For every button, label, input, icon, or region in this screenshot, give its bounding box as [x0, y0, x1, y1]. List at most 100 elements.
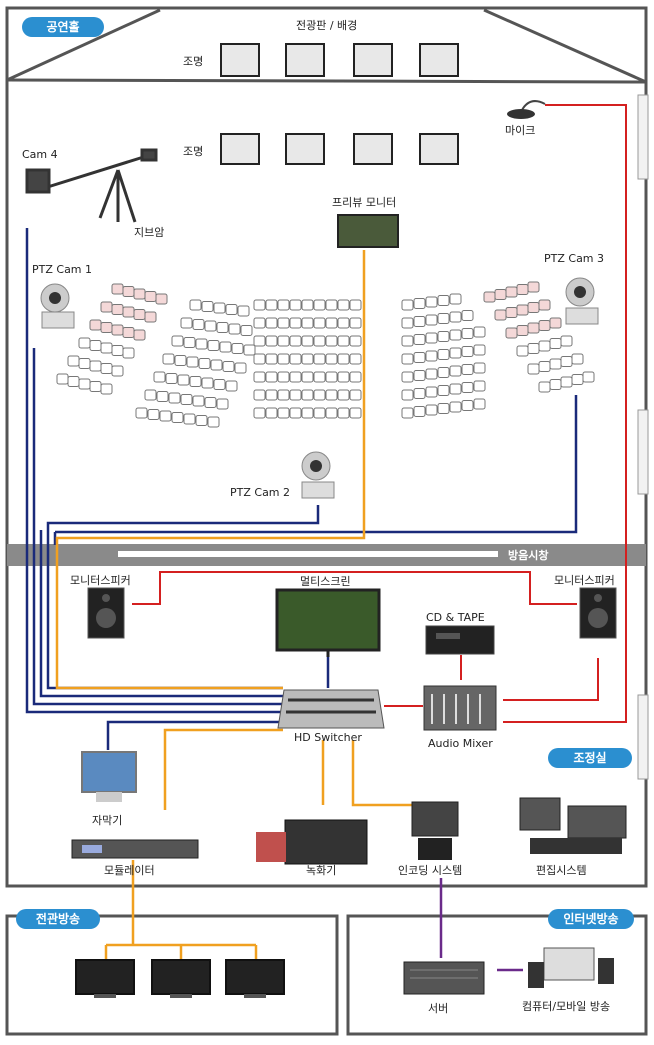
seat	[516, 284, 529, 295]
seat	[100, 383, 113, 395]
seat	[413, 298, 426, 309]
seat	[337, 335, 350, 347]
seat	[155, 293, 168, 305]
seat	[180, 317, 193, 329]
seat	[425, 368, 438, 380]
seat	[225, 380, 238, 392]
seat	[168, 392, 181, 404]
seat	[325, 335, 338, 347]
seat	[216, 322, 229, 333]
seat	[144, 291, 157, 302]
seat	[401, 371, 414, 383]
seat	[89, 319, 102, 331]
seat	[253, 335, 266, 347]
seat	[549, 379, 562, 390]
seat	[253, 353, 266, 365]
seat	[253, 371, 266, 383]
ptz-cam-1-label: PTZ Cam 1	[32, 263, 93, 276]
seat	[571, 353, 584, 365]
seat	[516, 325, 529, 336]
seat	[313, 335, 326, 347]
seat	[401, 407, 414, 419]
seat	[449, 365, 462, 377]
encoding-system-icon	[411, 801, 459, 860]
ptz-cam-2-icon	[301, 451, 335, 499]
seat	[133, 329, 146, 341]
ptz-cam-3-label: PTZ Cam 3	[544, 252, 605, 265]
seat	[100, 301, 113, 313]
seat	[289, 335, 302, 347]
seat	[192, 319, 205, 330]
seat	[527, 363, 540, 375]
seat	[538, 299, 551, 311]
jib-label: 지브암	[134, 226, 165, 239]
seat	[277, 299, 290, 311]
cd-tape-deck-icon	[425, 625, 495, 655]
seat	[159, 410, 172, 422]
seat	[401, 353, 414, 365]
seat	[401, 299, 414, 311]
seat	[437, 403, 450, 414]
hd-switcher-label: HD Switcher	[294, 731, 362, 744]
seat	[527, 281, 540, 293]
preview-monitor-label: 프리뷰 모니터	[332, 196, 397, 209]
seat	[133, 288, 146, 300]
multiscreen-label: 멀티스크린	[300, 575, 351, 588]
seat	[162, 353, 175, 365]
seat	[425, 404, 438, 416]
seat	[494, 309, 507, 321]
speaker-right-label: 모니터스피커	[554, 574, 615, 587]
seat	[527, 322, 540, 334]
seat	[337, 299, 350, 311]
seat	[473, 326, 486, 338]
seat	[461, 382, 474, 393]
seat	[133, 309, 146, 320]
seat	[571, 374, 584, 385]
seat	[413, 406, 426, 417]
seat	[144, 311, 157, 323]
seat	[289, 317, 302, 329]
caption-label: 자막기	[92, 814, 123, 827]
seat	[204, 397, 217, 408]
seat	[325, 317, 338, 329]
seat	[313, 407, 326, 419]
output-cables	[55, 250, 415, 960]
seat	[265, 407, 278, 419]
seat	[349, 353, 362, 365]
seat	[582, 371, 595, 383]
seat	[538, 381, 551, 393]
seat	[437, 385, 450, 396]
recorder-label: 녹화기	[306, 864, 337, 877]
seat	[289, 407, 302, 419]
seat	[231, 343, 244, 354]
seat	[313, 371, 326, 383]
multiscreen-icon	[275, 588, 381, 657]
preview-monitor-icon	[337, 214, 399, 248]
light-row-2	[220, 133, 459, 165]
seat	[153, 371, 166, 383]
audio-mixer-label: Audio Mixer	[428, 737, 493, 750]
seat	[171, 412, 184, 423]
editing-system-label: 편집시스템	[536, 864, 587, 877]
seat	[527, 302, 540, 313]
seat	[413, 370, 426, 381]
seat	[144, 389, 157, 401]
seat	[337, 389, 350, 401]
microphone-icon	[507, 100, 546, 119]
seat	[189, 376, 202, 387]
seat	[201, 377, 214, 389]
wall-pillars	[637, 94, 649, 780]
seat	[122, 306, 135, 318]
seat	[505, 286, 518, 298]
hall-badge: 공연홀	[22, 17, 104, 37]
seat	[237, 305, 250, 317]
seat	[265, 317, 278, 329]
seat	[195, 338, 208, 350]
seat	[213, 302, 226, 314]
seat	[437, 331, 450, 342]
seat	[337, 407, 350, 419]
seat	[325, 353, 338, 365]
seat	[165, 373, 178, 384]
cam4-label: Cam 4	[22, 148, 58, 161]
seat	[174, 355, 187, 366]
